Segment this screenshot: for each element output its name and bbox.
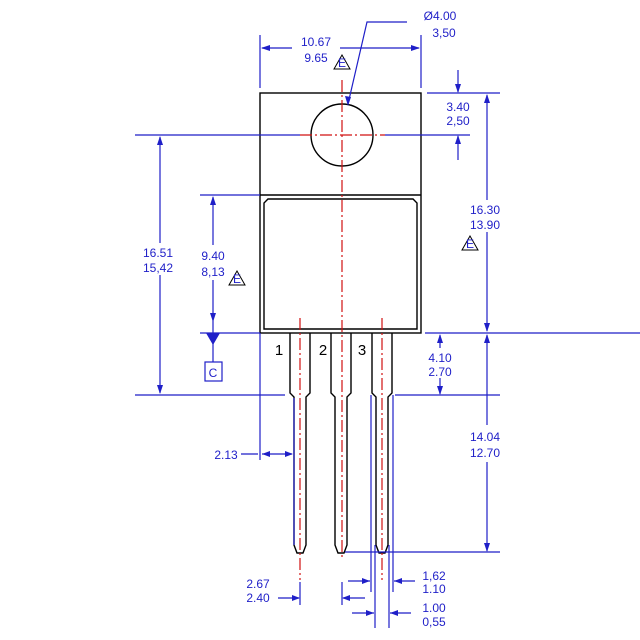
lead-length-max: 14.04 <box>470 430 500 444</box>
package-outline <box>259 92 422 554</box>
svg-text:E: E <box>338 56 346 70</box>
lead-offset: 2.13 <box>214 448 238 462</box>
pin-2-label: 2 <box>319 342 327 359</box>
hole-offset-max: 3.40 <box>446 100 470 114</box>
lead-width-lower-max: 1.00 <box>422 601 446 615</box>
flag-e-left: E <box>228 270 246 286</box>
flag-e-right: E <box>461 235 479 251</box>
hole-diameter-min: 3,50 <box>432 26 456 40</box>
datum-c-label: C <box>209 366 218 380</box>
datum-box <box>204 361 223 382</box>
svg-text:E: E <box>466 237 474 251</box>
lead-shoulder-max: 4.10 <box>428 351 452 365</box>
datum-triangle <box>206 333 220 345</box>
hole-diameter-max: Ø4.00 <box>424 9 457 23</box>
lead-length-min: 12.70 <box>470 446 500 460</box>
lead-pitch-min: 2.40 <box>246 591 270 605</box>
body-outline <box>263 198 418 330</box>
lead-pitch-max: 2.67 <box>246 577 270 591</box>
hole-offset-min: 2,50 <box>446 114 470 128</box>
tab-outline <box>259 92 422 334</box>
body-height-max: 16.30 <box>470 203 500 217</box>
body-height-min: 13.90 <box>470 218 500 232</box>
overall-height-max: 16.51 <box>143 246 173 260</box>
svg-text:E: E <box>233 272 241 286</box>
overall-height-min: 15,42 <box>143 261 173 275</box>
tab-width-min: 9.65 <box>304 51 328 65</box>
lead-width-lower-min: 0,55 <box>422 615 446 629</box>
lead-width-upper-max: 1,62 <box>422 569 446 583</box>
lead-shoulder-min: 2.70 <box>428 365 452 379</box>
centerlines <box>299 80 385 580</box>
body-lower-max: 9.40 <box>201 249 225 263</box>
dimension-lines <box>135 21 640 628</box>
body-lower-min: 8,13 <box>201 265 225 279</box>
lead-2 <box>330 333 352 554</box>
pin-3-label: 3 <box>358 342 366 359</box>
pin-1-label: 1 <box>275 342 283 359</box>
flag-e-top: E <box>333 54 351 70</box>
lead-width-upper-min: 1.10 <box>422 582 446 596</box>
tab-width-max: 10.67 <box>301 35 331 49</box>
